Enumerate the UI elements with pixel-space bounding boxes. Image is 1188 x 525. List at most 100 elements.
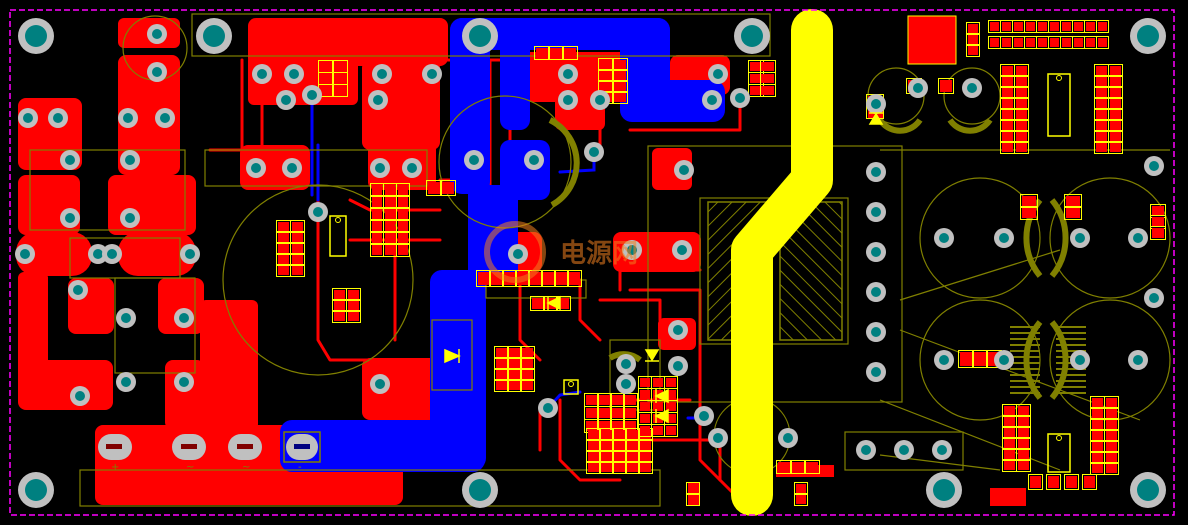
through-hole-pad [118,108,138,128]
through-hole-pad [15,244,35,264]
smd-pad [586,439,601,452]
smd-pad [623,393,638,407]
through-hole-pad [934,228,954,248]
smd-pad [625,461,640,474]
through-hole-pad [372,64,392,84]
through-hole-pad [70,386,90,406]
smd-pad [1036,36,1049,49]
smd-pad [1036,20,1049,33]
smd-pad [966,44,980,57]
smd-pad [1014,97,1029,110]
smd-pad [1000,64,1015,77]
through-hole-pad [402,158,422,178]
smd-pad [794,482,808,495]
smd-pad [1108,86,1123,99]
diode-icon [444,348,461,364]
through-hole-pad [308,202,328,222]
through-hole-pad [866,242,886,262]
smd-pad [1094,108,1109,121]
smd-pad [988,20,1001,33]
polarity-marks: + ~ ~ - [111,462,302,473]
smd-pad [1090,407,1105,420]
smd-pad [276,264,291,277]
smd-pad [1108,119,1123,132]
smd-pad [1108,108,1123,121]
smd-pad [1104,396,1119,409]
diode-icons [444,112,884,424]
smd-pad [625,450,640,463]
smd-pad [597,406,612,420]
through-hole-pad [422,64,442,84]
smd-pad [1014,86,1029,99]
smd-pad [1000,75,1015,88]
smd-pad [1048,20,1061,33]
mounting-hole-icon [926,472,962,508]
smd-pad [1150,226,1166,240]
through-hole-pad [464,150,484,170]
smd-pad [396,231,410,245]
smd-components [276,15,1166,506]
smd-pad [612,450,627,463]
smd-pad [1016,437,1031,450]
mounting-hole-icon [734,18,770,54]
through-hole-pad [180,244,200,264]
smd-pad [1090,451,1105,464]
smd-pad [276,220,291,233]
through-hole-pad [147,62,167,82]
smd-pad [440,180,456,196]
smd-pad [1012,36,1025,49]
smd-pad [1000,86,1015,99]
smd-pad [370,207,384,221]
smd-pad [1000,130,1015,143]
smd-pad [494,368,509,381]
through-hole-pad [778,428,798,448]
smd-pad [748,72,764,85]
through-hole-pad [558,64,578,84]
smd-pad [520,346,535,359]
watermark-logo: 电源网 [484,221,638,283]
through-hole-pad [934,350,954,370]
smd-pad [1090,418,1105,431]
through-hole-pad [174,372,194,392]
watermark-text: 电源网 [560,239,638,269]
through-hole-pad [962,78,982,98]
board-outline [9,9,1175,516]
smd-pad [1014,141,1029,154]
smd-pad [1072,36,1085,49]
smd-pad [623,406,638,420]
through-hole-pad [1070,228,1090,248]
through-hole-pad [730,88,750,108]
smd-pad [1020,206,1038,220]
smd-pad [1024,20,1037,33]
smd-pad [1024,36,1037,49]
smd-pad [1090,440,1105,453]
smd-pad [332,299,347,312]
smd-pad [972,350,988,368]
smd-pad [1014,130,1029,143]
smd-pad [584,393,599,407]
smd-pad [610,393,625,407]
smd-pad [988,36,1001,49]
smd-pad [1096,20,1109,33]
smd-pad [1094,75,1109,88]
diode-icon [644,349,660,362]
smd-pad [651,400,665,413]
diode-icon [546,295,561,311]
power-device [907,15,957,65]
smd-pad [1064,474,1079,490]
mounting-hole-icon [18,18,54,54]
through-hole-pad [302,85,322,105]
smd-pad [1090,429,1105,442]
smd-pad [318,72,334,85]
through-hole-pad [60,208,80,228]
through-hole-pad [368,90,388,110]
smd-pad [370,219,384,233]
smd-pad [567,270,582,287]
mounting-hole-icon [1130,472,1166,508]
through-hole-pad [622,240,642,260]
smd-pad [1000,108,1015,121]
smd-pad [541,270,556,287]
through-hole-pad [590,90,610,110]
smd-pad [638,412,652,425]
